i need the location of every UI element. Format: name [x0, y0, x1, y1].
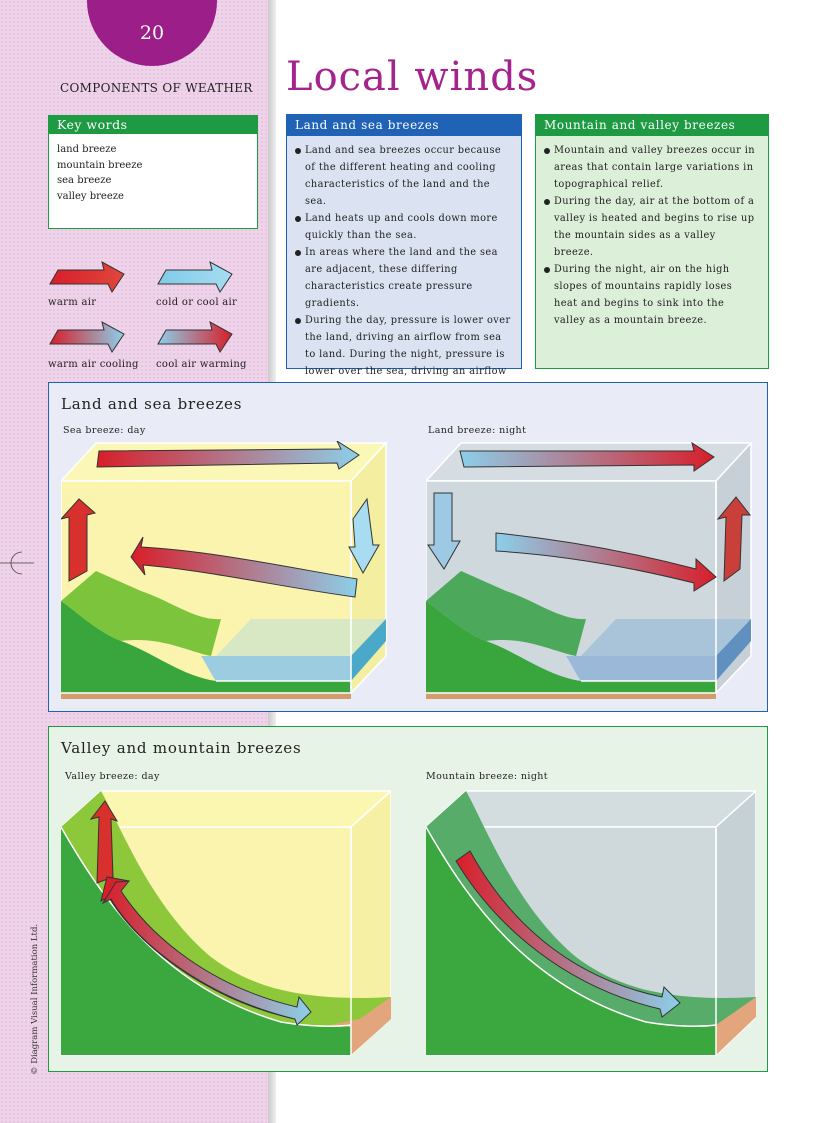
info-bullets: Land and sea breezes occur because of th…	[287, 142, 521, 397]
info-box-heading: Mountain and valley breezes	[536, 115, 768, 136]
bullet-item: Land and sea breezes occur because of th…	[295, 142, 511, 210]
diagram-label-night: Mountain breeze: night	[426, 771, 549, 782]
diagram-label-night: Land breeze: night	[428, 425, 527, 436]
land-sea-info-box: Land and sea breezes Land and sea breeze…	[286, 114, 522, 394]
legend-label: warm air cooling	[48, 359, 139, 370]
key-word: sea breeze	[57, 175, 112, 186]
diagram-label-day: Sea breeze: day	[63, 425, 146, 436]
section-label: COMPONENTS OF WEATHER	[60, 81, 253, 95]
info-box-heading: Land and sea breezes	[287, 115, 521, 136]
warm-air-cooling-arrow-icon	[49, 321, 125, 353]
cool-air-warming-arrow-icon	[157, 321, 233, 353]
valley-breeze-day-diagram	[61, 789, 391, 1057]
legend-label: cold or cool air	[156, 297, 238, 308]
key-words-list: land breeze mountain breeze sea breeze v…	[57, 142, 257, 204]
bullet-item: During the day, air at the bottom of a v…	[544, 193, 758, 261]
legend-label: cool air warming	[156, 359, 247, 370]
page-number: 20	[139, 22, 165, 44]
key-words-box: Key words land breeze mountain breeze se…	[48, 115, 258, 229]
cold-air-arrow-icon	[157, 261, 233, 293]
key-word: valley breeze	[57, 190, 124, 202]
land-breeze-night-diagram	[426, 441, 753, 699]
warm-air-arrow-icon	[49, 261, 125, 293]
panel-title: Land and sea breezes	[61, 395, 243, 413]
bullet-item: During the night, air on the high slopes…	[544, 261, 758, 329]
bullet-item: Land heats up and cools down more quickl…	[295, 210, 511, 244]
key-word: mountain breeze	[57, 159, 143, 171]
bullet-item: Mountain and valley breezes occur in are…	[544, 142, 758, 193]
bullet-item: In areas where the land and the sea are …	[295, 244, 511, 312]
legend-label: warm air	[48, 297, 97, 308]
diagram-label-day: Valley breeze: day	[65, 771, 160, 782]
panel-title: Valley and mountain breezes	[61, 739, 302, 757]
land-sea-diagram-panel: Land and sea breezes Sea breeze: day Lan…	[48, 382, 768, 712]
mountain-breeze-night-diagram	[426, 789, 756, 1057]
registration-mark-icon	[0, 551, 34, 575]
valley-mountain-diagram-panel: Valley and mountain breezes Valley breez…	[48, 726, 768, 1072]
key-word: land breeze	[57, 144, 117, 155]
mountain-valley-info-box: Mountain and valley breezes Mountain and…	[535, 114, 769, 369]
copyright-notice: © Diagram Visual Information Ltd.	[30, 923, 40, 1075]
page-title: Local winds	[286, 54, 539, 100]
sea-breeze-day-diagram	[61, 441, 388, 699]
info-bullets: Mountain and valley breezes occur in are…	[536, 142, 768, 329]
key-words-heading: Key words	[49, 116, 257, 134]
